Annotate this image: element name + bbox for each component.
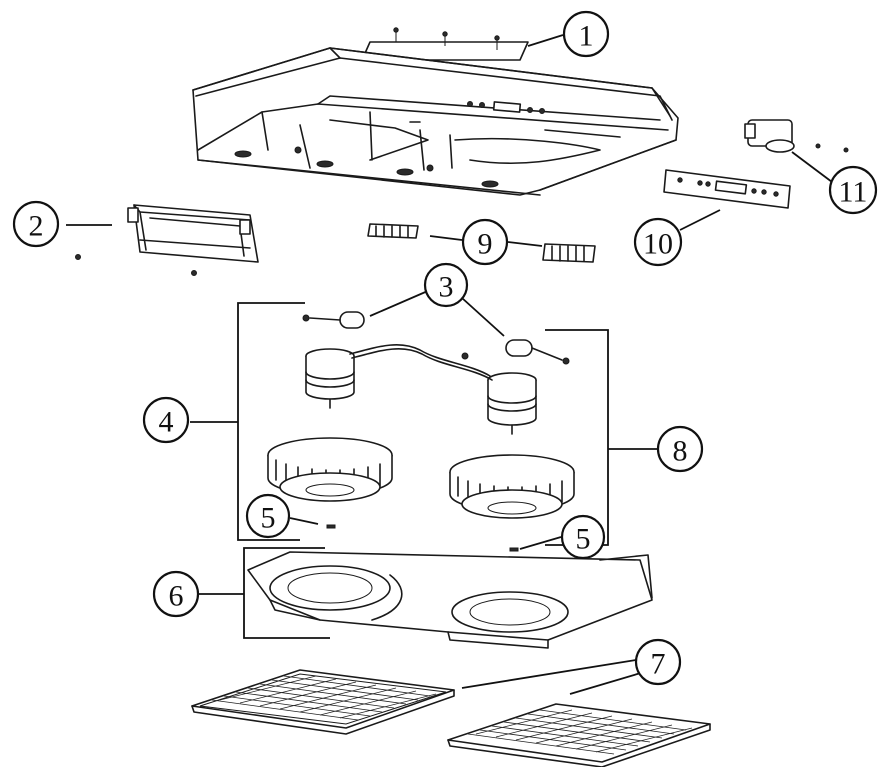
light-fixture-right [542, 243, 596, 263]
leader-lines [66, 34, 833, 695]
callout-8-label: 8 [673, 435, 688, 468]
callout-3-label: 3 [439, 271, 454, 304]
screws-5 [326, 524, 519, 552]
grease-filter-left [191, 669, 455, 735]
blower-wheel-left [267, 437, 393, 502]
range-hood-body [192, 27, 679, 196]
callout-1: 1 [562, 10, 610, 58]
callout-3: 3 [423, 262, 469, 308]
callout-8: 8 [656, 425, 704, 473]
callout-5a: 5 [245, 493, 291, 539]
callout-11: 11 [828, 165, 878, 215]
callout-5a-label: 5 [261, 502, 276, 535]
switch-knob [744, 119, 849, 153]
callout-5b-label: 5 [576, 523, 591, 556]
callout-4-label: 4 [159, 406, 174, 439]
callout-10-label: 10 [643, 228, 673, 261]
blower-housing-plate [247, 551, 653, 649]
callout-9: 9 [461, 218, 509, 266]
wiring-harness [349, 344, 493, 381]
callout-1-label: 1 [579, 20, 594, 53]
callout-9-label: 9 [478, 228, 493, 261]
callout-10: 10 [633, 217, 683, 267]
callout-7: 7 [634, 638, 682, 686]
callout-11-label: 11 [839, 176, 868, 209]
light-fixture-left [367, 223, 419, 239]
control-panel [663, 169, 791, 209]
callout-6: 6 [152, 570, 200, 618]
grease-filter-right [447, 703, 711, 767]
motor-right [487, 372, 537, 435]
callout-2-label: 2 [29, 210, 44, 243]
duct-connector [75, 204, 259, 276]
capacitor-left [302, 311, 365, 329]
motor-left [305, 348, 355, 409]
capacitor-right [505, 339, 570, 365]
callout-2: 2 [12, 200, 60, 248]
callout-7-label: 7 [651, 648, 666, 681]
callout-4: 4 [142, 396, 190, 444]
callout-6-label: 6 [169, 580, 184, 613]
blower-wheel-right [449, 454, 575, 519]
callout-5b: 5 [560, 514, 606, 560]
